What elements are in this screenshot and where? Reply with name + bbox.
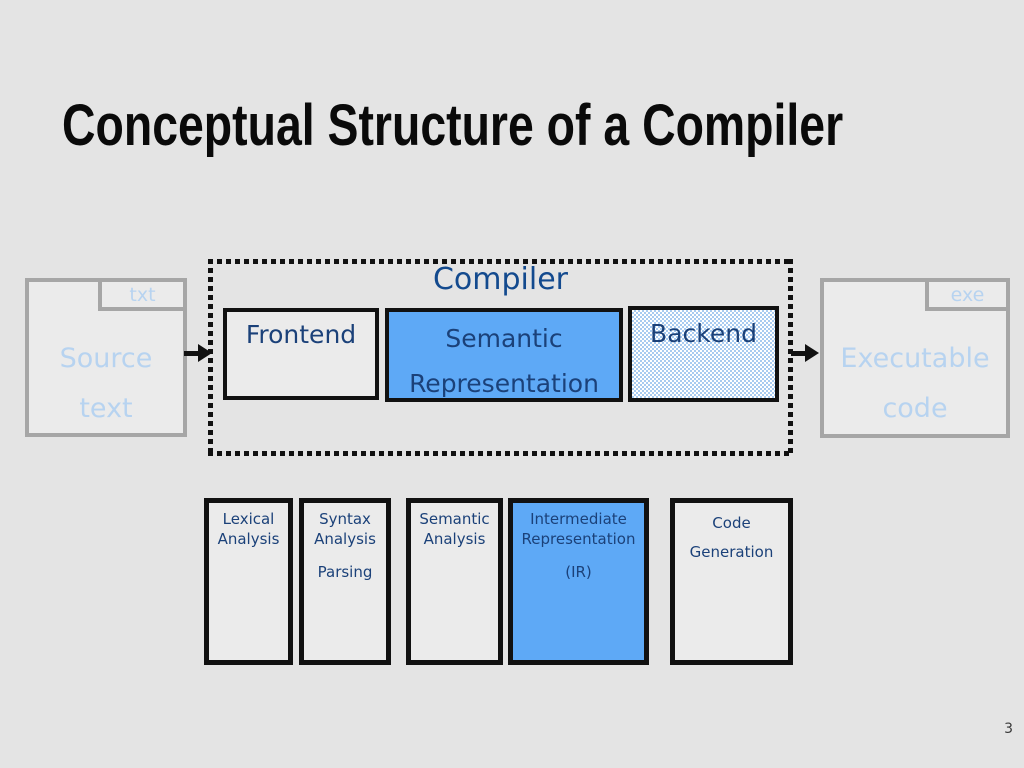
executable-file-extension-badge: exe [925, 278, 1010, 311]
line-gap [304, 549, 386, 562]
executable-label-line2: code [882, 393, 948, 424]
arrow-head-icon [805, 344, 819, 362]
slide-title: Conceptual Structure of a Compiler [62, 93, 844, 158]
ir-line3: (IR) [565, 563, 592, 581]
backend-box: Backend [628, 306, 779, 402]
backend-label: Backend [650, 319, 757, 348]
executable-label-line1: Executable [840, 343, 990, 374]
source-file-extension-badge: txt [98, 278, 187, 311]
source-text-box: txt Source text [25, 278, 187, 437]
source-label-line1: Source [59, 343, 153, 374]
semantic-analysis-line1: Semantic [419, 510, 490, 528]
lexical-line1: Lexical [222, 510, 275, 528]
intermediate-representation-box: Intermediate Representation (IR) [508, 498, 649, 665]
executable-badge-label: exe [950, 283, 985, 306]
page-number: 3 [1004, 721, 1013, 737]
codegen-line1: Code [712, 514, 751, 532]
source-badge-label: txt [129, 283, 156, 306]
executable-box-label: Executable code [824, 334, 1006, 434]
frontend-box: Frontend [223, 308, 379, 400]
lexical-line2: Analysis [217, 530, 280, 548]
semantic-analysis-box: Semantic Analysis [406, 498, 503, 665]
lexical-analysis-box: Lexical Analysis [204, 498, 293, 665]
arrow-shaft [791, 351, 807, 356]
executable-code-box: exe Executable code [820, 278, 1010, 438]
line-gap [513, 549, 644, 562]
ir-line1: Intermediate [530, 510, 627, 528]
syntax-line2: Analysis [314, 530, 376, 548]
syntax-line1: Syntax [319, 510, 371, 528]
semantic-representation-box: Semantic Representation [385, 308, 623, 402]
arrow-shaft [184, 351, 200, 356]
ir-line2: Representation [521, 530, 636, 548]
frontend-label: Frontend [245, 320, 357, 349]
semantic-representation-line1: Semantic [445, 324, 563, 353]
code-generation-box: Code Generation [670, 498, 793, 665]
compiler-to-executable-arrow [791, 344, 819, 362]
syntax-analysis-box: Syntax Analysis Parsing [299, 498, 391, 665]
source-box-label: Source text [29, 334, 183, 434]
semantic-analysis-line2: Analysis [423, 530, 486, 548]
semantic-representation-line2: Representation [409, 369, 599, 398]
compiler-label: Compiler [432, 262, 569, 297]
codegen-line2: Generation [689, 543, 774, 561]
syntax-line3: Parsing [317, 563, 373, 581]
source-label-line2: text [79, 393, 133, 424]
